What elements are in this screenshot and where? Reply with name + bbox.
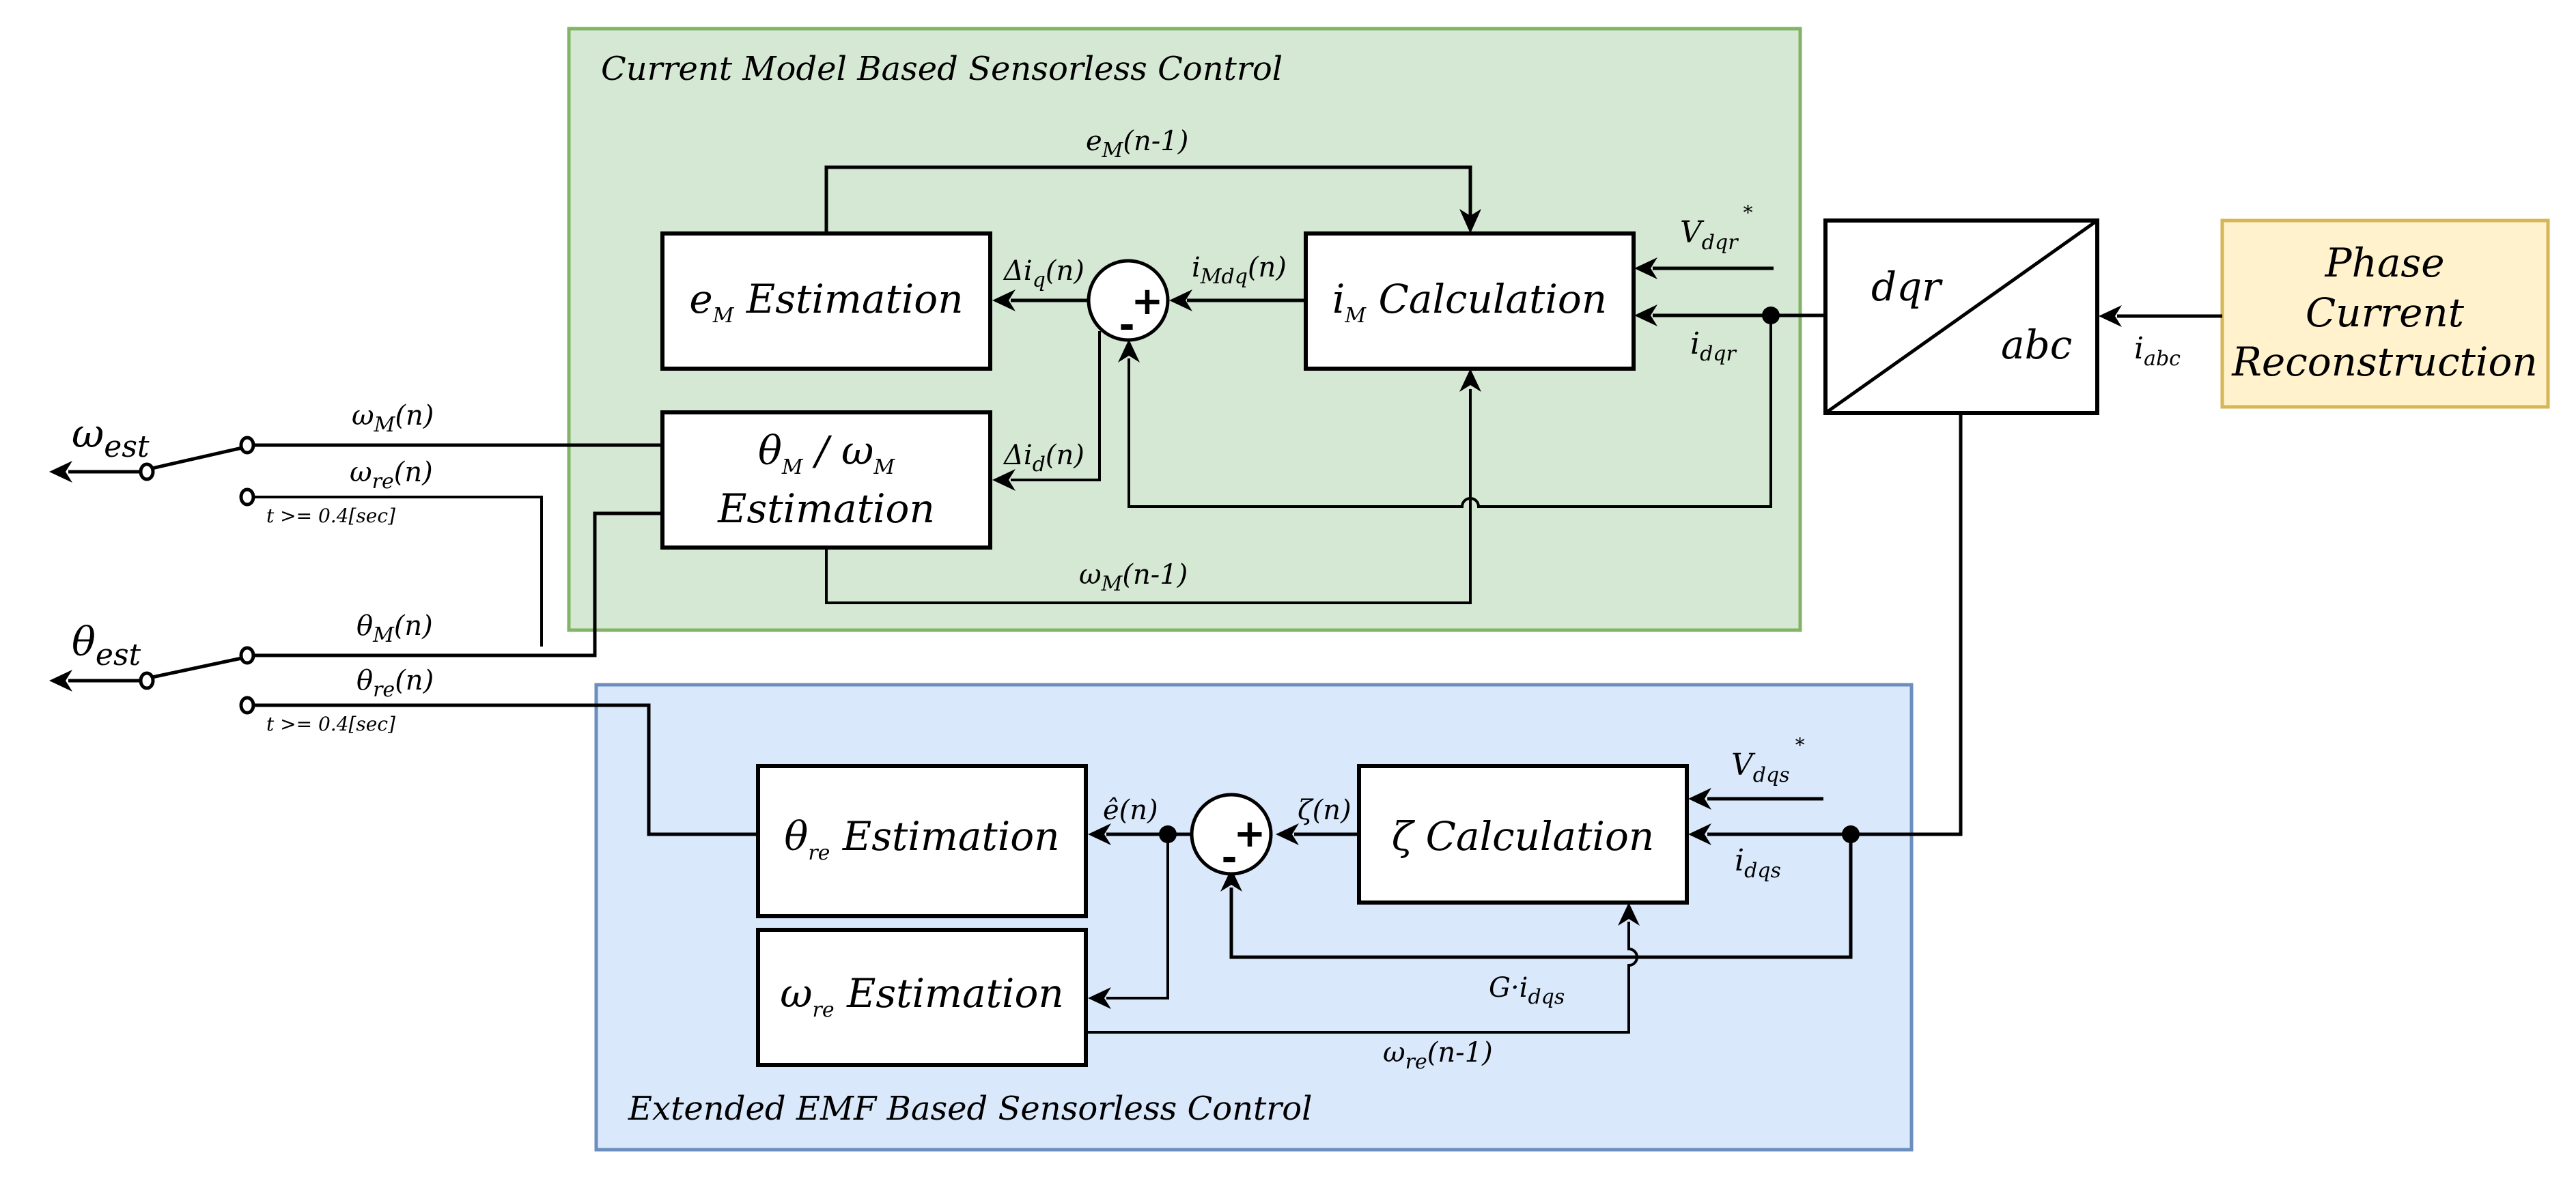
summer-top-plus: +: [1132, 279, 1164, 324]
em-estimation-label: eM Estimation: [689, 276, 963, 328]
abc-label: abc: [2001, 322, 2072, 368]
arrowhead-v-dqs: [1688, 788, 1711, 810]
switch-terminal-omega-re: [239, 487, 255, 507]
extended-emf-title: Extended EMF Based Sensorless Control: [628, 1090, 1312, 1128]
arrowhead-i-dqs: [1688, 823, 1711, 845]
summer-top-minus: -: [1119, 303, 1134, 348]
theta-re-estimation-label: θre Estimation: [784, 813, 1059, 865]
label-theta-re-n: θre(n): [356, 665, 434, 702]
arrowhead-delta-id: [992, 469, 1016, 491]
summer-top: [1087, 259, 1170, 342]
switch-lever-theta: [148, 656, 242, 680]
arrowhead-summer-minus-bottom: [1220, 868, 1242, 892]
omega-re-estimation-block: [756, 928, 1088, 1067]
wire-omega-m-prev: [825, 389, 1472, 604]
omega-re-estimation-label: ωre Estimation: [780, 970, 1064, 1022]
wire-dqs-from-transform: [1851, 413, 1963, 836]
label-omega-re-prev: ωre(n-1): [1383, 1037, 1493, 1074]
em-estimation-block: [660, 231, 992, 371]
arrowhead-em-prev: [1459, 209, 1481, 233]
arrowhead-i-abc: [2099, 305, 2122, 327]
wire-omega-re-prev: [1086, 922, 1638, 1034]
arrowhead-theta-est: [49, 670, 72, 692]
theta-omega-m-label-line1: θM / ωM: [758, 427, 895, 479]
arrowhead-omega-m-prev: [1459, 369, 1481, 392]
wire-em-prev: [824, 165, 1472, 233]
wire-delta-id: [1011, 331, 1101, 481]
label-i-dqs: idqs: [1735, 843, 1781, 883]
phase-current-line1: Phase: [2324, 240, 2444, 286]
summer-bottom: [1190, 793, 1273, 876]
phase-current-region: [2220, 218, 2550, 409]
switch-terminal-theta-re: [239, 696, 255, 715]
label-e-hat: ê(n): [1103, 795, 1158, 826]
label-theta-m-n: θM(n): [356, 610, 433, 647]
label-v-dqs: Vdqs*: [1731, 734, 1805, 787]
dqr-abc-diagonal: [1824, 218, 2099, 415]
arrowhead-omega-est: [49, 461, 72, 483]
label-i-mdq: iMdq(n): [1192, 252, 1287, 289]
label-em-prev: eM(n-1): [1086, 126, 1188, 162]
arrowhead-delta-iq: [992, 289, 1016, 311]
arrowhead-zeta: [1276, 823, 1299, 845]
label-switch-cond-1: t >= 0.4[sec]: [266, 505, 395, 527]
wire-theta-m-n: [253, 511, 662, 657]
label-zeta-n: ζ(n): [1298, 795, 1352, 826]
arrowhead-i-dqr: [1634, 304, 1657, 326]
label-theta-est: θest: [72, 619, 141, 672]
label-g-idqs: G·idqs: [1489, 972, 1565, 1009]
switch-terminal-omega-m: [239, 436, 255, 455]
wire-e-hat-branch: [1106, 834, 1169, 999]
label-omega-est: ωest: [72, 410, 150, 464]
label-delta-iq: Δiq(n): [1003, 255, 1084, 292]
summer-bottom-plus: +: [1234, 812, 1266, 856]
switch-terminal-omega-common: [139, 462, 155, 481]
summer-bottom-minus: -: [1221, 836, 1237, 880]
im-calculation-label: iM Calculation: [1332, 276, 1607, 328]
label-omega-re-n: ωre(n): [350, 457, 433, 494]
arrowhead-imdq: [1169, 289, 1192, 311]
label-switch-cond-2: t >= 0.4[sec]: [266, 713, 395, 735]
switch-terminal-theta-m: [239, 646, 255, 665]
wire-omega-re-n: [253, 496, 543, 647]
theta-omega-m-estimation-block: [660, 410, 992, 550]
label-delta-id: Δid(n): [1003, 440, 1084, 477]
label-omega-m-prev: ωM(n-1): [1079, 559, 1188, 596]
dqr-label: dqr: [1871, 264, 1943, 310]
arrowhead-e-hat-branch: [1088, 987, 1111, 1009]
label-omega-m-n: ωM(n): [352, 400, 434, 437]
theta-re-estimation-block: [756, 764, 1088, 918]
arrowhead-summer-minus-top: [1118, 339, 1140, 363]
phase-current-line3: Reconstruction: [2231, 339, 2538, 385]
zeta-calculation-label: ζ Calculation: [1392, 813, 1654, 860]
wire-theta-re-n: [253, 703, 758, 836]
label-i-abc: iabc: [2134, 331, 2181, 371]
label-i-dqr: idqr: [1690, 326, 1737, 366]
arrowhead-v-dqr: [1634, 257, 1657, 279]
wire-g-idqs: [1229, 834, 1853, 959]
arrowhead-omega-re-prev: [1618, 903, 1640, 926]
phase-current-line2: Current: [2306, 289, 2465, 336]
im-calculation-block: [1304, 231, 1636, 371]
current-model-title: Current Model Based Sensorless Control: [601, 50, 1283, 88]
theta-omega-m-label-line2: Estimation: [717, 485, 935, 532]
arrowhead-e-hat: [1088, 823, 1111, 845]
switch-terminal-theta-common: [139, 671, 155, 690]
switch-lever-omega: [148, 446, 242, 471]
label-v-dqr: Vdqr*: [1680, 201, 1753, 255]
zeta-calculation-block: [1357, 764, 1689, 905]
